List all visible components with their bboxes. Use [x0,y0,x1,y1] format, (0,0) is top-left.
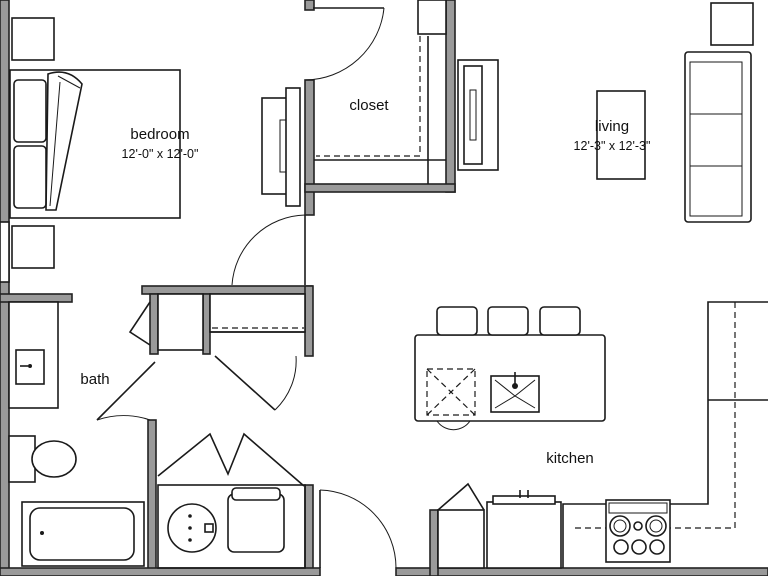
wall-kitchen-left [429,509,439,576]
bedroom-furniture [9,17,301,269]
entry-door[interactable] [319,489,397,569]
hall-closet-door[interactable] [128,301,151,346]
wall-bottom-exterior [0,567,321,576]
closet-fixtures [304,0,447,184]
bath-fixtures [8,301,145,567]
closet-label: closet [349,97,389,114]
wall-hall-closet-mid [202,293,211,355]
wall-bedroom-bottom [0,293,73,303]
wall-bedroom-closet [304,0,315,11]
counter-right [562,301,768,568]
laundry-doors[interactable] [157,432,305,487]
sofa [684,51,752,223]
kitchen-fixtures [414,301,768,569]
bedroom-dimensions: 12'-0" x 12'-0" [122,147,199,161]
bath-door[interactable] [96,361,156,421]
nightstand-bottom [11,225,55,269]
washer [167,503,217,553]
living-label: living [595,118,629,135]
wall-bedroom-closet-lower [304,79,315,216]
hall-door[interactable] [214,355,297,411]
bed-pillow-top [13,79,47,143]
dryer [227,493,285,553]
stool-3 [539,306,581,336]
toilet-tank [8,435,36,483]
bath-label: bath [80,371,109,388]
closet-door-arc [304,7,385,81]
pantry [437,482,485,511]
living-side-table [710,2,754,46]
dishwasher [426,368,476,416]
closet-rod [316,36,421,157]
living-furniture [457,2,754,223]
wall-closet-living [445,0,456,193]
wall-left-exterior [0,0,10,576]
bedroom-door[interactable] [231,214,306,286]
wall-bottom-exterior-right [395,567,768,576]
stool-2 [487,306,529,336]
kitchen-label: kitchen [546,450,594,467]
hall-closet [128,293,306,351]
wall-hall-closet-left [149,293,159,355]
wall-bedroom-bottom-right [141,285,313,295]
living-tv [463,65,483,165]
stool-1 [436,306,478,336]
dresser-front [285,87,301,207]
wall-closet-bottom [304,183,456,193]
living-dimensions: 12'-3" x 12'-3" [574,139,651,153]
toilet-bowl [31,440,77,478]
refrigerator [486,501,562,569]
bed-pillow-bottom [13,145,47,209]
wall-bath-right [147,419,157,576]
coffee-table [596,90,646,180]
wall-laundry-right [304,484,314,576]
nightstand-top [11,17,55,61]
window-left [0,221,10,283]
bathtub-basin [29,507,135,561]
kitchen-cabinet [437,509,485,569]
bed-blanket-fold [45,71,83,211]
bath-sink [15,349,45,385]
wall-hall-closet-right [304,285,314,357]
laundry [157,432,306,569]
bedroom-label: bedroom [130,126,189,143]
closet-shelf [417,0,447,35]
